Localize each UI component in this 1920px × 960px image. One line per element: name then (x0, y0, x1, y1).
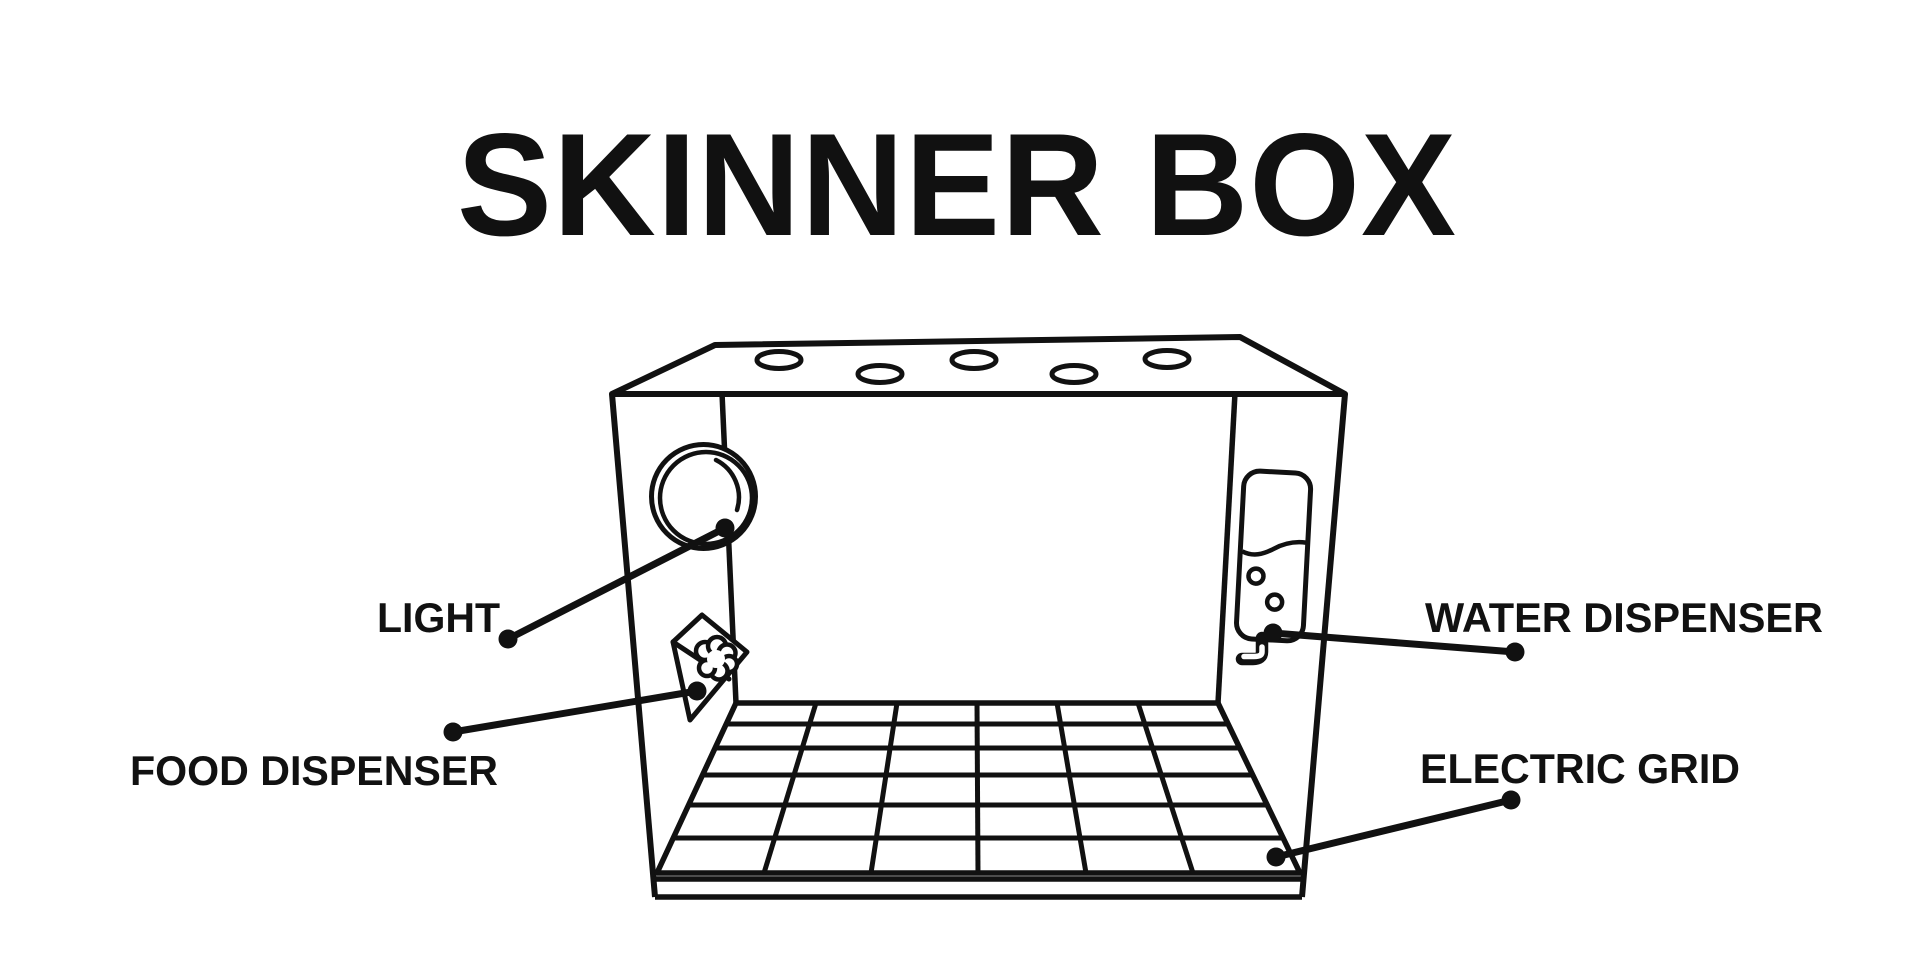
light-leader-line (498, 518, 735, 649)
ventilation-hole-icon (949, 349, 999, 371)
food-dispenser-label: FOOD DISPENSER (130, 747, 498, 794)
box-top-face (609, 334, 1348, 397)
water-level-line (1241, 539, 1307, 557)
page-title: SKINNER BOX (457, 103, 1457, 266)
ventilation-holes (754, 348, 1192, 385)
light-label: LIGHT (377, 594, 500, 641)
food-dispenser-leader-line (443, 681, 707, 742)
ventilation-hole-icon (855, 363, 905, 385)
ventilation-hole-icon (1049, 363, 1099, 385)
callout-leaders (443, 518, 1525, 867)
light-inner-ring (657, 449, 755, 547)
box-walls (609, 392, 1348, 898)
ventilation-hole-icon (1142, 348, 1192, 370)
water-dispenser-label: WATER DISPENSER (1425, 594, 1823, 641)
right-wall-inner-edge (1215, 392, 1238, 704)
light-highlight-arc (713, 457, 742, 513)
water-bubble (1264, 592, 1285, 612)
water-bottle-outline (1234, 468, 1314, 644)
water-spout-tube-inner (1241, 644, 1265, 660)
floor-base-strip (653, 876, 1304, 900)
water-dispenser-leader-line (1263, 623, 1525, 662)
ventilation-hole-icon (754, 349, 804, 371)
left-wall-outer-edge (609, 393, 658, 898)
electric-grid-floor (653, 700, 1304, 900)
light-icon (649, 442, 758, 551)
right-wall-outer-edge (1299, 393, 1348, 898)
food-pellets-cloud (693, 634, 740, 682)
electric-grid-label: ELECTRIC GRID (1420, 745, 1740, 792)
grid-column-lines (761, 702, 1196, 874)
box-lid-outline (609, 334, 1348, 397)
water-bubble (1246, 566, 1266, 586)
electric-grid-leader-line (1266, 790, 1521, 867)
